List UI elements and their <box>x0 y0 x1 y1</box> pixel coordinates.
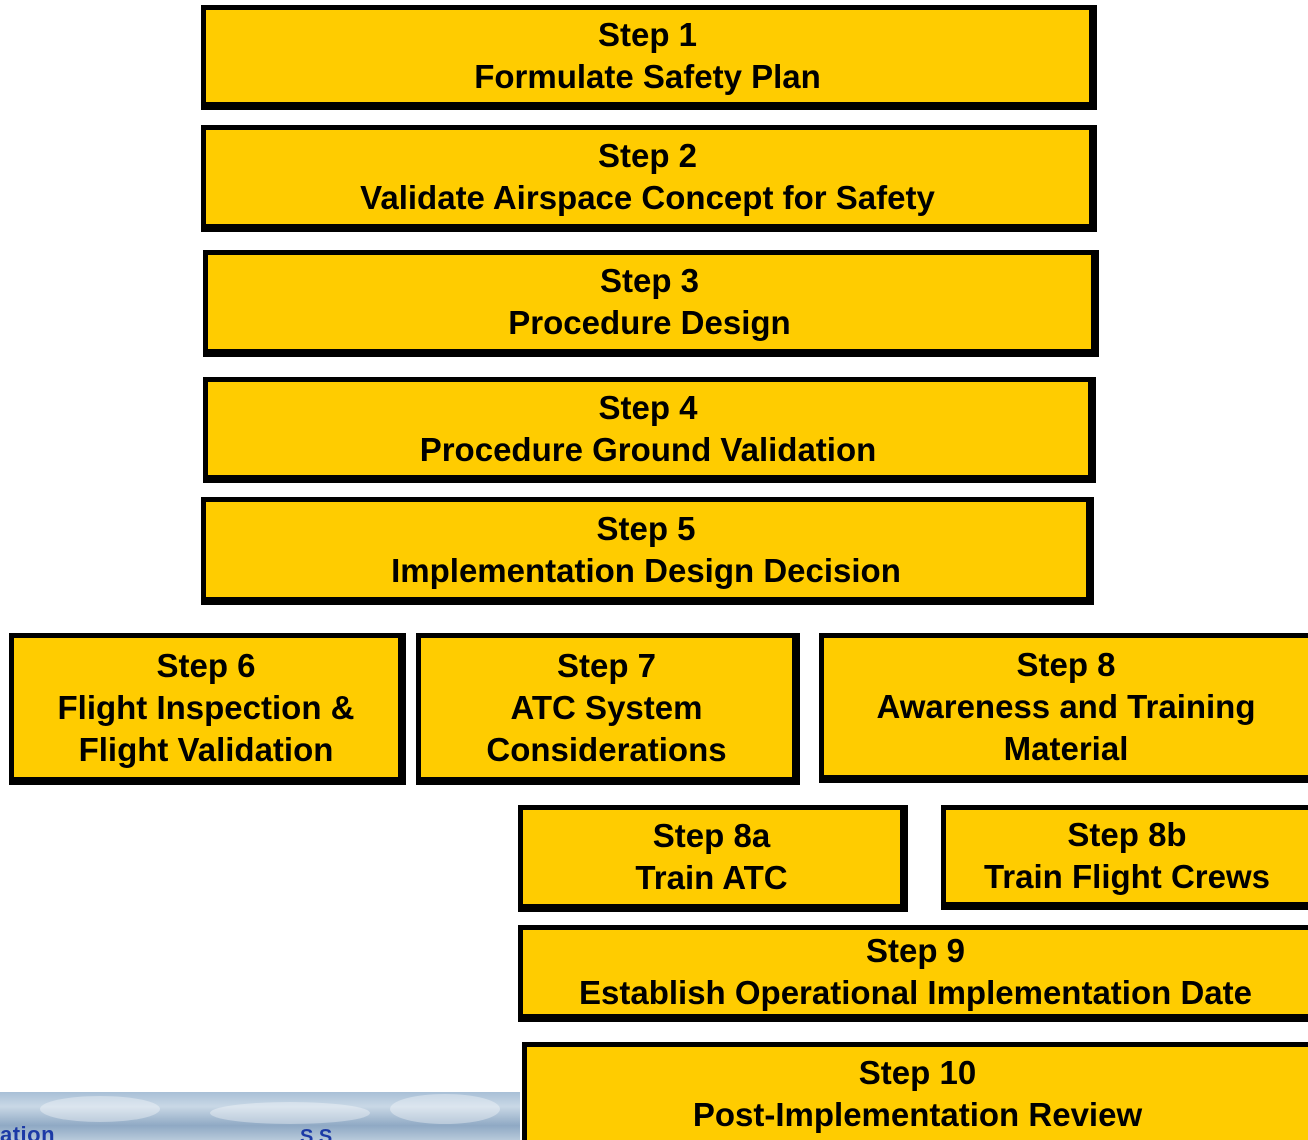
step-8-title-line-1: Awareness and Training <box>876 687 1256 725</box>
step-4-label: Step 4 <box>598 388 698 426</box>
step-8-title-line-2: Material <box>1003 729 1129 767</box>
step-2-box: Step 2 Validate Airspace Concept for Saf… <box>201 125 1097 232</box>
step-7-box: Step 7 ATC System Considerations <box>416 633 800 785</box>
step-7-title-line-1: ATC System <box>510 688 703 726</box>
step-10-box: Step 10 Post-Implementation Review <box>522 1042 1308 1140</box>
step-3-box: Step 3 Procedure Design <box>203 250 1099 357</box>
step-4-box: Step 4 Procedure Ground Validation <box>203 377 1096 483</box>
step-8-box: Step 8 Awareness and Training Material <box>819 633 1308 783</box>
background-photo-strip <box>0 1092 520 1140</box>
step-6-box: Step 6 Flight Inspection & Flight Valida… <box>9 633 406 785</box>
step-7-label: Step 7 <box>556 646 657 684</box>
step-9-label: Step 9 <box>865 932 966 969</box>
step-5-title: Implementation Design Decision <box>391 551 901 589</box>
step-9-title: Establish Operational Implementation Dat… <box>579 974 1252 1011</box>
step-1-label: Step 1 <box>597 16 698 53</box>
step-8b-box: Step 8b Train Flight Crews <box>941 805 1308 910</box>
step-10-title: Post-Implementation Review <box>692 1096 1143 1133</box>
step-8b-title: Train Flight Crews <box>983 858 1271 895</box>
footer-text-left: ation <box>0 1122 56 1140</box>
step-8a-box: Step 8a Train ATC <box>518 805 908 912</box>
step-1-box: Step 1 Formulate Safety Plan <box>201 5 1097 110</box>
step-2-title: Validate Airspace Concept for Safety <box>360 179 935 216</box>
step-3-title: Procedure Design <box>508 304 791 341</box>
step-6-title-line-1: Flight Inspection & <box>57 688 355 726</box>
footer-text-right: S S <box>300 1126 333 1140</box>
step-6-label: Step 6 <box>156 646 256 684</box>
step-6-title-line-2: Flight Validation <box>78 730 334 768</box>
step-3-label: Step 3 <box>599 262 700 299</box>
step-5-box: Step 5 Implementation Design Decision <box>201 497 1094 605</box>
step-8a-label: Step 8a <box>652 817 771 854</box>
step-1-title: Formulate Safety Plan <box>474 58 821 95</box>
step-8a-title: Train ATC <box>635 859 788 896</box>
step-10-label: Step 10 <box>858 1054 977 1091</box>
step-8b-label: Step 8b <box>1067 816 1187 853</box>
step-8-label: Step 8 <box>1016 645 1116 683</box>
step-2-label: Step 2 <box>597 137 698 174</box>
step-4-title: Procedure Ground Validation <box>419 430 877 468</box>
step-5-label: Step 5 <box>596 509 696 547</box>
step-7-title-line-2: Considerations <box>486 730 727 768</box>
step-9-box: Step 9 Establish Operational Implementat… <box>518 925 1308 1022</box>
